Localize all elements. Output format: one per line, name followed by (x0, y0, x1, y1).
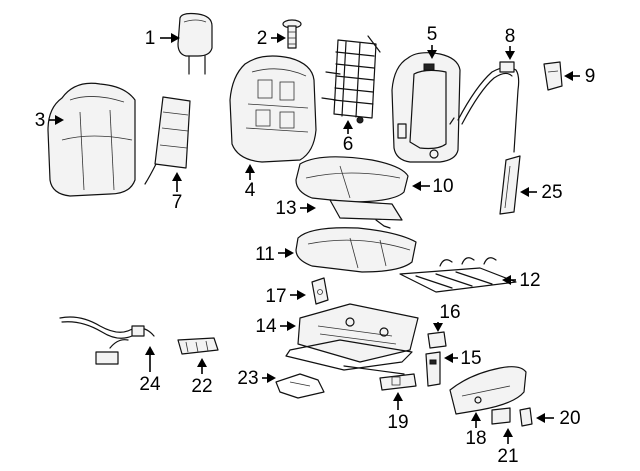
callout-label-9: 9 (585, 66, 596, 87)
part-11-seat-cushion (295, 227, 417, 273)
callout-label-23: 23 (237, 368, 258, 389)
callout-5: 5 (427, 24, 438, 59)
callout-label-10: 10 (432, 176, 453, 197)
part-15-bracket (425, 351, 441, 387)
callout-label-20: 20 (559, 408, 580, 429)
callout-label-19: 19 (387, 412, 408, 433)
part-3-back-cover (47, 82, 136, 197)
callout-16: 16 (433, 302, 461, 332)
callout-label-6: 6 (343, 134, 354, 155)
callout-17: 17 (265, 286, 306, 307)
callout-11: 11 (255, 244, 294, 265)
part-24-wiring-harness (59, 316, 155, 365)
callout-21: 21 (497, 428, 519, 467)
callout-label-18: 18 (465, 428, 486, 449)
callout-2: 2 (257, 28, 286, 49)
callout-label-3: 3 (35, 110, 46, 131)
callout-3: 3 (35, 110, 64, 131)
callout-19: 19 (387, 392, 409, 433)
part-25-side-trim (499, 155, 521, 215)
callout-label-21: 21 (497, 446, 518, 467)
part-16-clip (427, 331, 447, 349)
callout-label-13: 13 (275, 198, 296, 219)
part-17-bracket (311, 277, 329, 305)
callout-label-5: 5 (427, 24, 438, 45)
callout-10: 10 (412, 176, 454, 197)
part-2-bolt (282, 19, 302, 49)
callout-20: 20 (536, 408, 581, 429)
part-4-back-cushion (229, 55, 317, 163)
part-20-knob (519, 407, 533, 427)
callout-label-22: 22 (191, 376, 212, 397)
part-1-headrest (177, 12, 213, 75)
callout-label-15: 15 (460, 348, 481, 369)
part-14-seat-track (285, 303, 419, 375)
callout-13: 13 (275, 198, 316, 219)
callout-14: 14 (255, 316, 296, 337)
callout-label-8: 8 (505, 26, 516, 47)
callout-24: 24 (139, 346, 161, 395)
callout-label-17: 17 (265, 286, 286, 307)
callout-label-16: 16 (439, 302, 460, 323)
callout-12: 12 (502, 270, 541, 291)
callout-label-14: 14 (255, 316, 277, 337)
callout-label-11: 11 (255, 244, 275, 265)
part-7-heater-pad (144, 96, 191, 185)
callout-6: 6 (343, 120, 354, 155)
part-5-back-frame (391, 52, 461, 163)
callout-25: 25 (520, 182, 563, 203)
callout-8: 8 (505, 26, 516, 60)
part-23-bracket (275, 373, 325, 399)
callout-label-12: 12 (519, 270, 540, 291)
callout-4: 4 (245, 164, 256, 201)
callout-label-2: 2 (257, 28, 268, 49)
part-8-frame-rod (449, 61, 520, 153)
part-10-seat-cover (295, 156, 409, 203)
callout-label-1: 1 (145, 28, 156, 49)
part-22-connector (177, 337, 219, 355)
callout-7: 7 (172, 172, 183, 213)
part-13-seat-heater (329, 199, 403, 229)
part-6-lumbar-support (321, 35, 381, 124)
callout-18: 18 (465, 412, 487, 449)
callout-15: 15 (444, 348, 482, 369)
callout-9: 9 (564, 66, 595, 87)
part-12-seat-spring (399, 257, 517, 293)
callout-22: 22 (191, 358, 213, 397)
callout-label-24: 24 (139, 374, 161, 395)
callout-23: 23 (237, 368, 276, 389)
callout-1: 1 (145, 28, 180, 49)
part-19-switch (379, 373, 417, 391)
callout-label-4: 4 (245, 180, 256, 201)
callout-label-7: 7 (172, 192, 183, 213)
part-18-side-shield (449, 366, 527, 415)
part-9-bracket (543, 61, 563, 91)
callout-label-25: 25 (541, 182, 562, 203)
part-21-knob (491, 407, 511, 425)
